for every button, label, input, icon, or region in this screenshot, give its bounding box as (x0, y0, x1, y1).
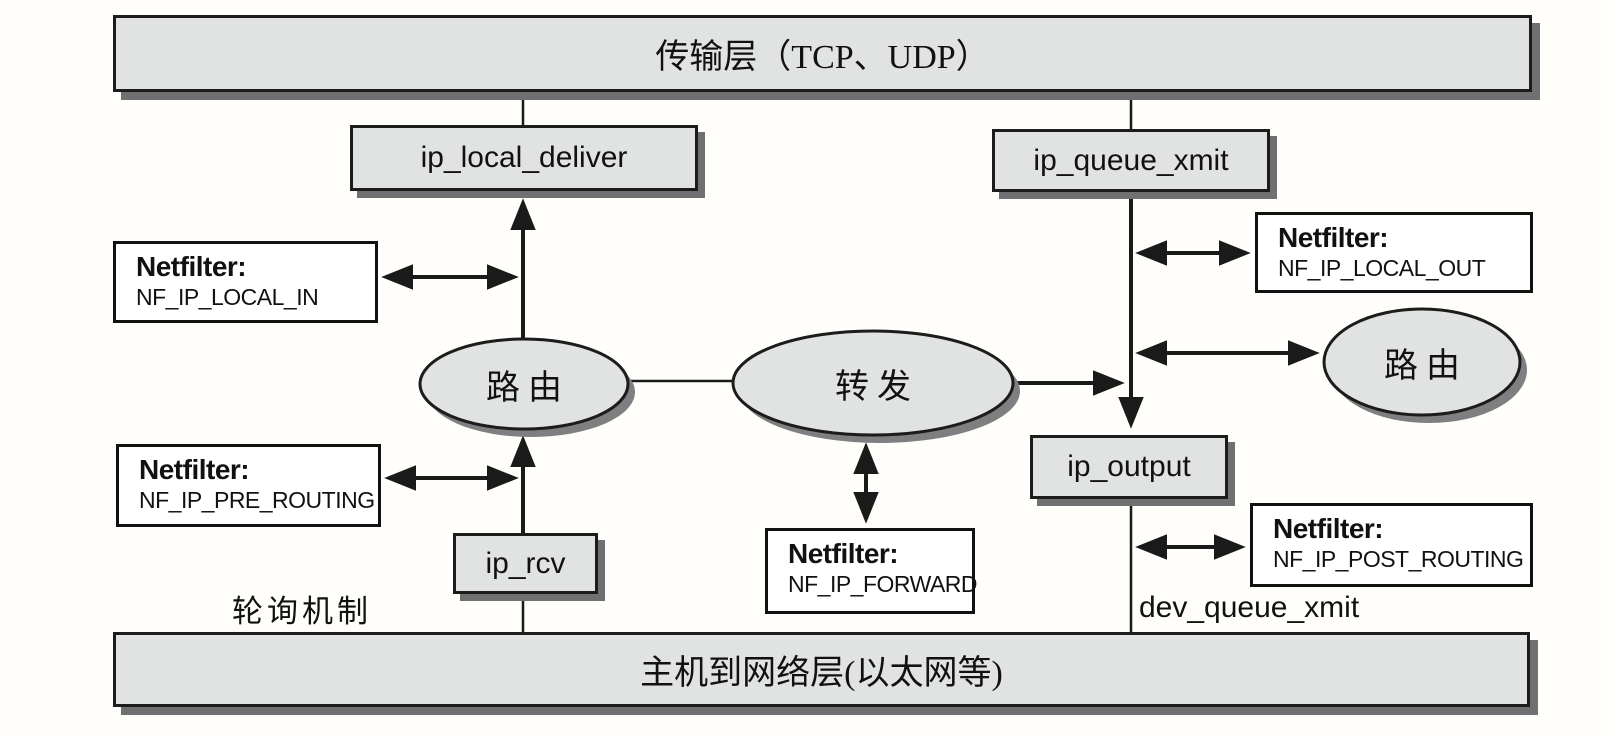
nf-local-out-box: Netfilter: NF_IP_LOCAL_OUT (1255, 212, 1533, 293)
nf-local-in-box: Netfilter: NF_IP_LOCAL_IN (113, 241, 378, 323)
routing-right-label: 路由 (1384, 347, 1468, 385)
nf-forward-title: Netfilter: (788, 538, 899, 569)
dev-queue-xmit-label: dev_queue_xmit (1139, 591, 1360, 624)
routing-right-ellipse (1322, 307, 1527, 423)
nf-pre-routing-title: Netfilter: (139, 454, 250, 485)
link-layer-label: 主机到网络层(以太网等) (640, 655, 1003, 692)
ip-rcv-box: ip_rcv (453, 533, 598, 594)
ip-output-box: ip_output (1030, 435, 1228, 499)
forward-label: 转发 (835, 368, 919, 406)
ip-local-deliver-label: ip_local_deliver (420, 141, 628, 174)
nf-local-in-hook-label: NF_IP_LOCAL_IN (136, 284, 319, 311)
nf-forward-box: Netfilter: NF_IP_FORWARD (765, 528, 978, 614)
ip-rcv-label: ip_rcv (485, 546, 566, 580)
ip-output-label: ip_output (1067, 450, 1191, 483)
nf-local-out-title: Netfilter: (1278, 222, 1389, 253)
nf-pre-routing-hook-label: NF_IP_PRE_ROUTING (139, 487, 375, 514)
routing-left-label: 路由 (486, 369, 570, 407)
polling-mechanism-label: 轮询机制 (232, 594, 372, 629)
forward-ellipse (731, 329, 1020, 443)
nf-post-routing-hook-label: NF_IP_POST_ROUTING (1273, 546, 1524, 573)
nf-post-routing-box: Netfilter: NF_IP_POST_ROUTING (1250, 503, 1533, 587)
nf-forward-hook-label: NF_IP_FORWARD (788, 571, 978, 598)
nf-local-out-hook-label: NF_IP_LOCAL_OUT (1278, 255, 1486, 282)
routing-left-ellipse (418, 337, 635, 437)
ip-queue-xmit-label: ip_queue_xmit (1033, 143, 1229, 177)
ip-local-deliver-box: ip_local_deliver (350, 125, 698, 191)
nf-pre-routing-box: Netfilter: NF_IP_PRE_ROUTING (116, 444, 381, 527)
nf-local-in-title: Netfilter: (136, 251, 247, 282)
nf-post-routing-title: Netfilter: (1273, 513, 1384, 544)
transport-layer-label: 传输层（TCP、UDP） (655, 39, 990, 76)
transport-layer-bar: 传输层（TCP、UDP） (113, 15, 1532, 92)
ip-queue-xmit-box: ip_queue_xmit (992, 129, 1270, 192)
link-layer-bar: 主机到网络层(以太网等) (113, 632, 1530, 707)
